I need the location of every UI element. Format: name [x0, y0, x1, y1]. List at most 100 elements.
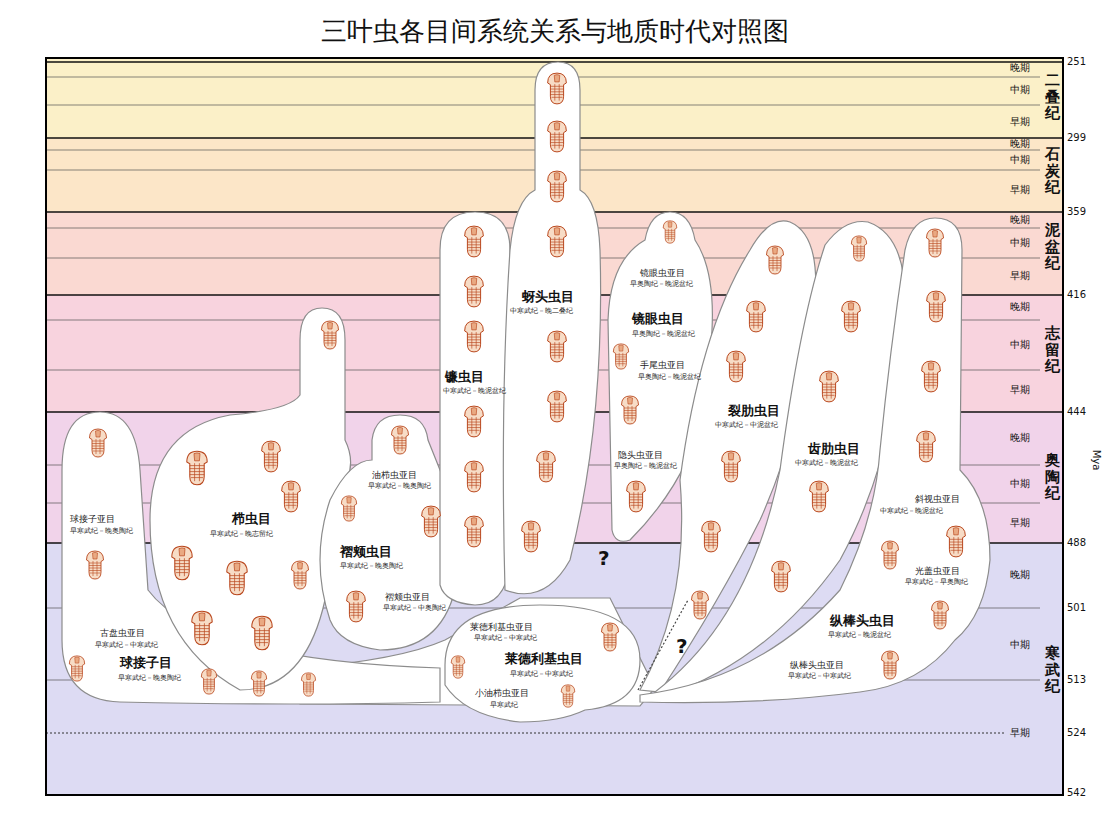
- order-branch: 蚜头虫目中寒武纪－晚二叠纪: [498, 60, 604, 608]
- age-number: 444: [1067, 407, 1086, 417]
- epoch-label: 晚期: [1010, 215, 1030, 225]
- age-range: 中寒武纪－中泥盆纪: [715, 421, 778, 429]
- trilobite-icon: [422, 506, 441, 537]
- trilobite-icon: [622, 396, 639, 424]
- age-number: 251: [1067, 57, 1086, 67]
- age-number: 359: [1067, 207, 1086, 217]
- trilobite-icon: [187, 451, 207, 485]
- age-range: 中寒武纪－晚泥盆纪: [443, 387, 506, 395]
- age-range: 早寒武纪－中奥陶纪: [383, 604, 446, 612]
- trilobite-icon: [465, 276, 484, 307]
- branch-outline: [308, 413, 460, 653]
- trilobite-icon: [322, 321, 339, 349]
- trilobite-icon: [537, 451, 556, 482]
- chart-title: 三叶虫各目间系统关系与地质时代对照图: [321, 18, 789, 44]
- dotted-epoch-line: [46, 733, 1005, 734]
- trilobite-icon: [561, 685, 575, 707]
- trilobite-icon: [192, 611, 212, 645]
- age-range: 早寒武纪－早奥陶纪: [905, 578, 968, 586]
- epoch-label: 晚期: [1010, 302, 1030, 312]
- period-name: 志留纪: [1045, 325, 1060, 375]
- branch-shape: [503, 62, 600, 594]
- trilobite-icon: [882, 651, 899, 679]
- trilobite-icon: [292, 561, 309, 589]
- uncertain-mark: ?: [598, 548, 610, 568]
- trilobite-icon: [820, 371, 839, 402]
- trilobite-icon: [465, 321, 484, 352]
- trilobite-icon: [602, 623, 619, 651]
- epoch-label: 中期: [1010, 340, 1030, 350]
- trilobite-icon: [548, 73, 567, 104]
- order-branch: 镰虫目中寒武纪－晚泥盆纪: [436, 210, 514, 608]
- age-range: 早寒武纪: [490, 701, 518, 709]
- epoch-label: 早期: [1010, 518, 1030, 528]
- period-name: 奥陶纪: [1045, 452, 1060, 502]
- trilobite-icon: [927, 291, 946, 322]
- epoch-label: 中期: [1010, 85, 1030, 95]
- uncertain-link: [638, 600, 688, 690]
- trilobite-icon: [851, 236, 866, 261]
- period-name: 寒武纪: [1045, 645, 1060, 695]
- epoch-label: 早期: [1010, 185, 1030, 195]
- trilobite-icon: [90, 429, 107, 457]
- order-name: 纵棒头虫目: [830, 614, 895, 629]
- trilobite-icon: [722, 451, 741, 482]
- trilobite-icon: [87, 551, 104, 579]
- age-number: 501: [1067, 603, 1086, 613]
- epoch-label: 早期: [1010, 385, 1030, 395]
- suborder-name: 隐头虫亚目: [618, 450, 663, 460]
- branch-shape: [150, 308, 351, 690]
- trilobite-icon: [282, 481, 301, 512]
- trilobite-icon: [301, 673, 315, 696]
- trilobite-icon: [692, 591, 709, 619]
- epoch-label: 晚期: [1010, 139, 1030, 149]
- epoch-label: 中期: [1010, 640, 1030, 650]
- age-range: 早奥陶纪－晚泥盆纪: [630, 280, 693, 288]
- age-range: 早寒武纪－晚奥陶纪: [118, 674, 181, 682]
- age-number: 299: [1067, 133, 1086, 143]
- order-branch: 莱德利基虫亚目早寒武纪－中寒武纪莱德利基虫目早寒武纪－中寒武纪小油栉虫亚目早寒武…: [443, 603, 643, 725]
- age-range: 早寒武纪－晚泥盆纪: [828, 631, 891, 639]
- trilobite-icon: [548, 391, 567, 422]
- trilobite-icon: [262, 441, 281, 472]
- order-name: 镜眼虫目: [632, 312, 684, 327]
- branch-outline: [436, 210, 514, 608]
- order-branch: 油栉虫亚目早寒武纪－晚奥陶纪褶颊虫目早寒武纪－晚奥陶纪褶颊虫亚目早寒武纪－中奥陶…: [308, 413, 460, 653]
- trilobite-icon: [842, 301, 861, 332]
- period-name: 泥盆纪: [1045, 222, 1060, 272]
- age-range: 早寒武纪－晚奥陶纪: [70, 527, 133, 535]
- trilobite-icon: [548, 171, 567, 202]
- age-range: 早寒武纪－晚奥陶纪: [340, 562, 403, 570]
- age-range: 早寒武纪－晚奥陶纪: [368, 482, 431, 490]
- suborder-name: 褶颊虫亚目: [385, 592, 430, 602]
- suborder-name: 古盘虫亚目: [100, 628, 145, 638]
- trilobite-icon: [663, 221, 677, 243]
- branch-shape: [440, 212, 510, 605]
- age-range: 中寒武纪－晚泥盆纪: [880, 507, 943, 515]
- age-range: 早奥陶纪－晚泥盆纪: [614, 462, 677, 470]
- trilobite-icon: [465, 406, 484, 437]
- order-name: 莱德利基虫目: [505, 652, 583, 667]
- epoch-label: 晚期: [1010, 63, 1030, 73]
- suborder-name: 镜眼虫亚目: [640, 268, 685, 278]
- age-range: 早寒武纪－中寒武纪: [788, 672, 851, 680]
- trilobite-icon: [627, 481, 646, 512]
- trilobite-icon: [172, 546, 192, 580]
- trilobite-icon: [767, 246, 784, 274]
- suborder-name: 光盖虫亚目: [915, 566, 960, 576]
- epoch-label: 早期: [1010, 117, 1030, 127]
- trilobite-icon: [922, 361, 941, 392]
- suborder-name: 油栉虫亚目: [372, 470, 417, 480]
- age-number: 524: [1067, 728, 1086, 738]
- period-name: 二叠纪: [1045, 72, 1060, 122]
- trilobite-icon: [451, 656, 465, 678]
- order-name: 齿肋虫目: [808, 442, 860, 457]
- trilobite-icon: [548, 226, 567, 257]
- trilobite-icon: [522, 521, 541, 552]
- order-name: 栉虫目: [232, 512, 271, 527]
- trilobite-icon: [927, 229, 944, 257]
- age-range: 中寒武纪－晚泥盆纪: [795, 459, 858, 467]
- trilobite-icon: [917, 431, 936, 462]
- trilobite-icon: [392, 426, 409, 454]
